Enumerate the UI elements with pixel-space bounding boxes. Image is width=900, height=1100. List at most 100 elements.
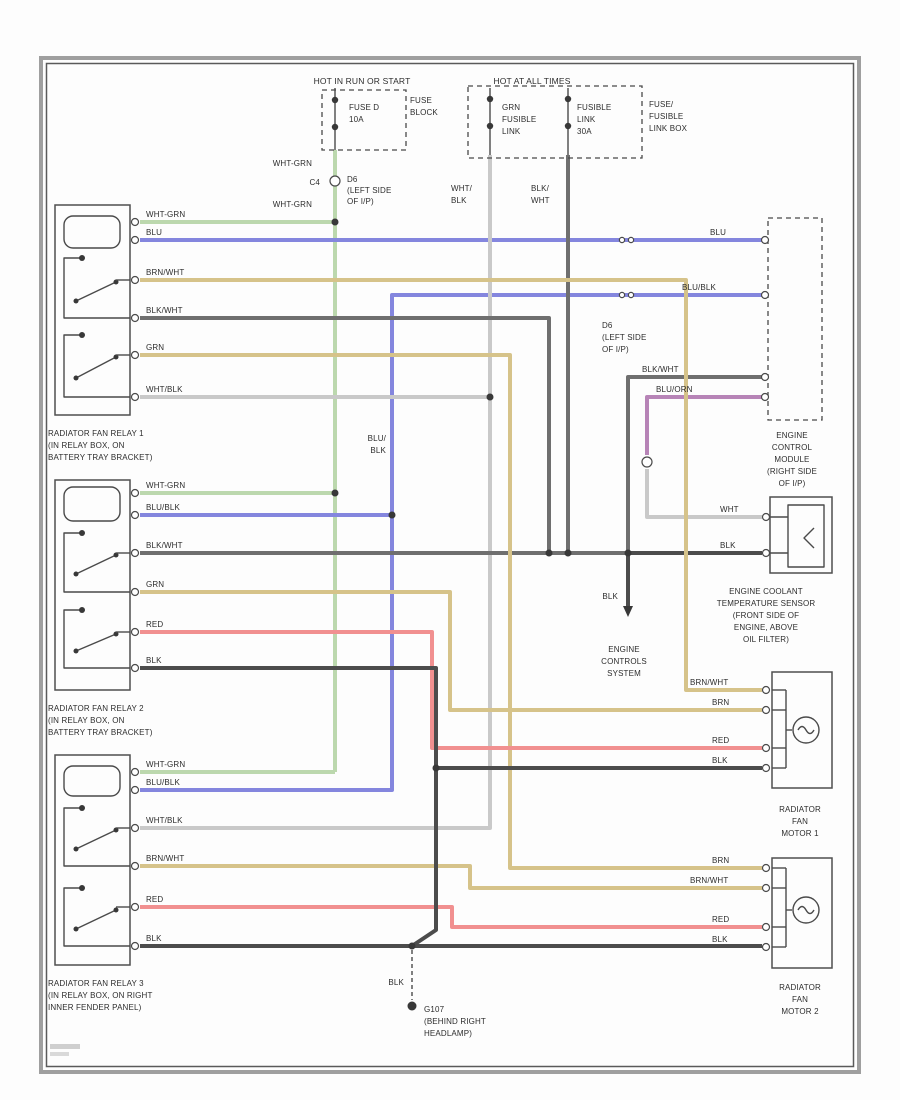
relay3: RADIATOR FAN RELAY 3 (IN RELAY BOX, ON R…: [48, 754, 185, 1012]
header-left: HOT IN RUN OR START: [314, 76, 411, 86]
sensor-box: [769, 496, 833, 574]
motor2-winding-icon: [797, 905, 815, 915]
ecm-box: [767, 217, 823, 421]
wire-label: BLU/BLK: [146, 503, 180, 512]
wire-label-blkwht-right: BLK/WHT: [642, 365, 679, 374]
link-green-label: LINK: [502, 127, 521, 136]
link-box-label: FUSE/: [649, 100, 674, 109]
wire-relay1-brnwht: [140, 278, 762, 692]
wire-label: BRN/WHT: [690, 678, 728, 687]
inline-connector-icon: [618, 291, 626, 299]
inline-connector-circle: [329, 175, 341, 187]
wire-label: WHT-GRN: [146, 210, 185, 219]
relay2-coil: [63, 486, 121, 522]
wire-label-whtgrn-lower: WHT-GRN: [273, 200, 312, 209]
ground-dot-icon: [407, 1001, 417, 1011]
connector-d6-label: D6: [347, 175, 358, 184]
relay2-name: RADIATOR FAN RELAY 2: [48, 704, 144, 713]
motor1-label: FAN: [792, 817, 808, 826]
inline-connector-icon: [627, 291, 635, 299]
sensor-element-icon: [803, 527, 815, 549]
link-box-label: LINK BOX: [649, 124, 688, 133]
connector-d6-mid-label: D6: [602, 321, 613, 330]
fuse-amps: 10A: [349, 115, 364, 124]
middle-labels: BLU/ BLK D6 (LEFT SIDE OF I/P) BLU BLU/B…: [368, 228, 726, 678]
wire-blkwht-to-ecm: [626, 375, 762, 553]
engine-controls-label: CONTROLS: [601, 657, 647, 666]
fan-motor-1: BRN/WHT BRN RED BLK RADIATOR FAN MOTOR 1: [690, 671, 833, 838]
motor2-box: [771, 857, 833, 969]
sensor-label: ENGINE, ABOVE: [734, 623, 798, 632]
sensor-label: ENGINE COOLANT: [729, 587, 803, 596]
motor1-label: MOTOR 1: [781, 829, 819, 838]
wire-label-whtblk: WHT/: [451, 184, 473, 193]
relay1-name: BATTERY TRAY BRACKET): [48, 453, 153, 462]
relay2-switch1: [63, 532, 130, 593]
relay1-name: (IN RELAY BOX, ON: [48, 441, 125, 450]
sensor-label: (FRONT SIDE OF: [733, 611, 799, 620]
relay2-name: BATTERY TRAY BRACKET): [48, 728, 153, 737]
fuse-block-area: HOT IN RUN OR START FUSE D 10A FUSE BLOC…: [273, 76, 688, 209]
corner-mark: [50, 1044, 80, 1049]
wire-label-blublk-vert: BLU/: [368, 434, 387, 443]
wires: [140, 150, 762, 1000]
wire-label: BLU/BLK: [146, 778, 180, 787]
motor2-label: FAN: [792, 995, 808, 1004]
relay1-box: [54, 204, 131, 416]
motor2-label: MOTOR 2: [781, 1007, 819, 1016]
wire-bluorn: [645, 395, 762, 455]
wire-label-blu-right: BLU: [710, 228, 726, 237]
header-right: HOT AT ALL TIMES: [493, 76, 570, 86]
wire-label-blk-ground: BLK: [388, 978, 404, 987]
corner-mark: [50, 1052, 69, 1056]
ground-point: BLK G107 (BEHIND RIGHT HEADLAMP): [388, 978, 486, 1038]
wire-label: BLK: [712, 756, 728, 765]
wire-label: GRN: [146, 580, 164, 589]
wire-label: BRN: [712, 856, 729, 865]
relay3-name: RADIATOR FAN RELAY 3: [48, 979, 144, 988]
connector-c4-label: C4: [309, 178, 320, 187]
wire-label: BRN/WHT: [146, 268, 184, 277]
sensor-inner: [787, 504, 825, 568]
link-green-label: GRN: [502, 103, 520, 112]
wire-relay2-blk: [140, 666, 438, 948]
relay1-coil: [63, 215, 121, 249]
ecm-label: ENGINE: [776, 431, 808, 440]
fuse-block-label: FUSE: [410, 96, 432, 105]
ecm-label: MODULE: [774, 455, 809, 464]
connector-d6-mid-label: (LEFT SIDE: [602, 333, 646, 342]
relay3-coil: [63, 765, 121, 797]
wire-relay3-brnwht: [140, 864, 762, 890]
ecm-label: (RIGHT SIDE: [767, 467, 817, 476]
relay3-box: [54, 754, 131, 966]
link-green-label: FUSIBLE: [502, 115, 536, 124]
wire-label: WHT/BLK: [146, 385, 183, 394]
ground-label: (BEHIND RIGHT: [424, 1017, 486, 1026]
wire-label: BLK/WHT: [146, 306, 183, 315]
arrow-down-icon: [623, 606, 633, 617]
link-30a-label: LINK: [577, 115, 596, 124]
wire-relay1-grn: [140, 353, 762, 870]
wire-blublk-main: [140, 293, 762, 792]
wire-label: BLK: [146, 656, 162, 665]
engine-controls-label: SYSTEM: [607, 669, 641, 678]
coolant-temp-sensor: WHT BLK ENGINE COOLANT TEMPERATURE SENSO…: [717, 496, 833, 644]
junction-dots: [331, 218, 632, 950]
wire-label-blublk-right: BLU/BLK: [682, 283, 716, 292]
relay3-name: INNER FENDER PANEL): [48, 1003, 142, 1012]
motor2-label: RADIATOR: [779, 983, 821, 992]
wire-label: BLU: [146, 228, 162, 237]
wire-label-blk-down: BLK: [602, 592, 618, 601]
wire-label: RED: [712, 736, 729, 745]
sensor-label: OIL FILTER): [743, 635, 789, 644]
motor1-winding-icon: [797, 725, 815, 735]
sensor-label: TEMPERATURE SENSOR: [717, 599, 816, 608]
wire-label: BLK/WHT: [146, 541, 183, 550]
inline-connector-icon: [618, 236, 626, 244]
inline-connector-icon: [627, 236, 635, 244]
ecm-label: CONTROL: [772, 443, 813, 452]
fusible-link-box: [467, 85, 643, 159]
wire-label-blk: BLK: [720, 541, 736, 550]
fuse-block-label: BLOCK: [410, 108, 438, 117]
